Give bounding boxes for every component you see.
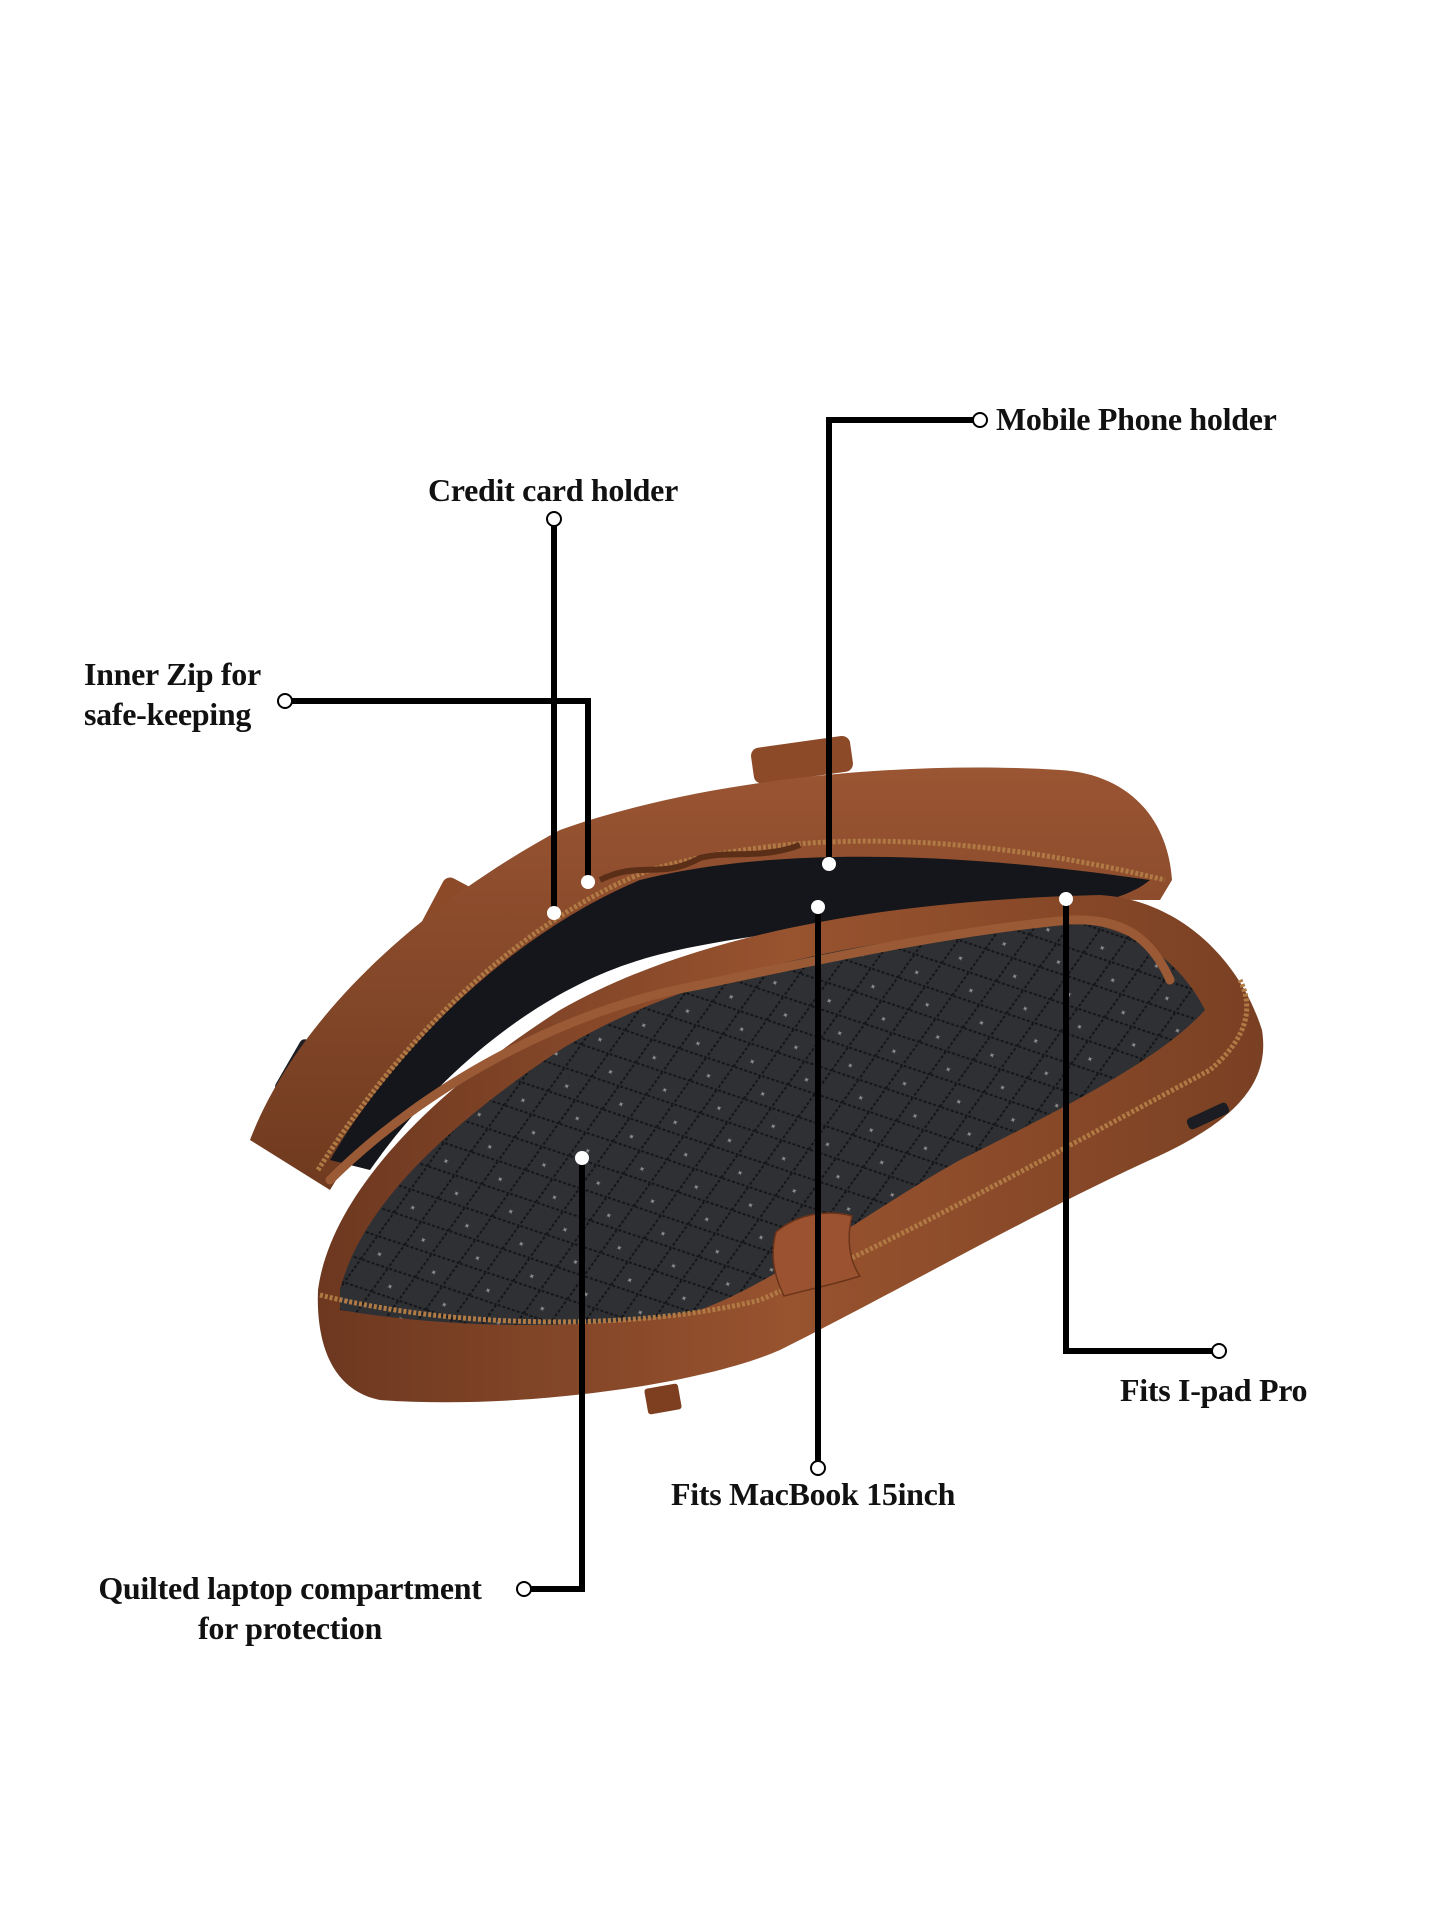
inner-zip-leader-line bbox=[289, 698, 591, 885]
quilted-compartment-label: Quilted laptop compartment for protectio… bbox=[84, 1568, 496, 1648]
label-line: Fits MacBook 15inch bbox=[671, 1476, 956, 1512]
mobile-phone-marker-icon bbox=[972, 412, 988, 428]
inner-zip-point-icon bbox=[581, 875, 595, 889]
macbook-marker-icon bbox=[810, 1460, 826, 1476]
label-line: Quilted laptop compartment bbox=[98, 1570, 482, 1606]
callout-lines bbox=[289, 417, 1214, 1592]
credit-card-marker-icon bbox=[546, 511, 562, 527]
callout-point-dots bbox=[547, 857, 1073, 1165]
fits-ipad-pro-label: Fits I-pad Pro bbox=[1120, 1370, 1308, 1410]
label-line: Fits I-pad Pro bbox=[1120, 1372, 1308, 1408]
mobile-phone-leader-line bbox=[826, 417, 975, 867]
label-line: Credit card holder bbox=[428, 472, 678, 508]
label-line: for protection bbox=[198, 1610, 382, 1646]
inner-zip-label: Inner Zip for safe-keeping bbox=[84, 654, 261, 734]
quilted-point-icon bbox=[575, 1151, 589, 1165]
fits-macbook-label: Fits MacBook 15inch bbox=[671, 1474, 955, 1514]
ipad-point-icon bbox=[1059, 892, 1073, 906]
callout-label-markers bbox=[277, 412, 1227, 1597]
mobile-phone-point-icon bbox=[822, 857, 836, 871]
label-line: safe-keeping bbox=[84, 696, 252, 732]
ipad-leader-line bbox=[1063, 898, 1214, 1354]
credit-card-holder-label: Credit card holder bbox=[428, 470, 678, 510]
ipad-marker-icon bbox=[1211, 1343, 1227, 1359]
label-line: Mobile Phone holder bbox=[996, 401, 1277, 437]
mobile-phone-holder-label: Mobile Phone holder bbox=[996, 399, 1277, 439]
inner-zip-marker-icon bbox=[277, 693, 293, 709]
bag-lid bbox=[250, 767, 1172, 1190]
credit-card-point-icon bbox=[547, 906, 561, 920]
quilted-leader-line bbox=[528, 1155, 585, 1592]
label-line: Inner Zip for bbox=[84, 656, 261, 692]
macbook-point-icon bbox=[811, 900, 825, 914]
quilted-marker-icon bbox=[516, 1581, 532, 1597]
